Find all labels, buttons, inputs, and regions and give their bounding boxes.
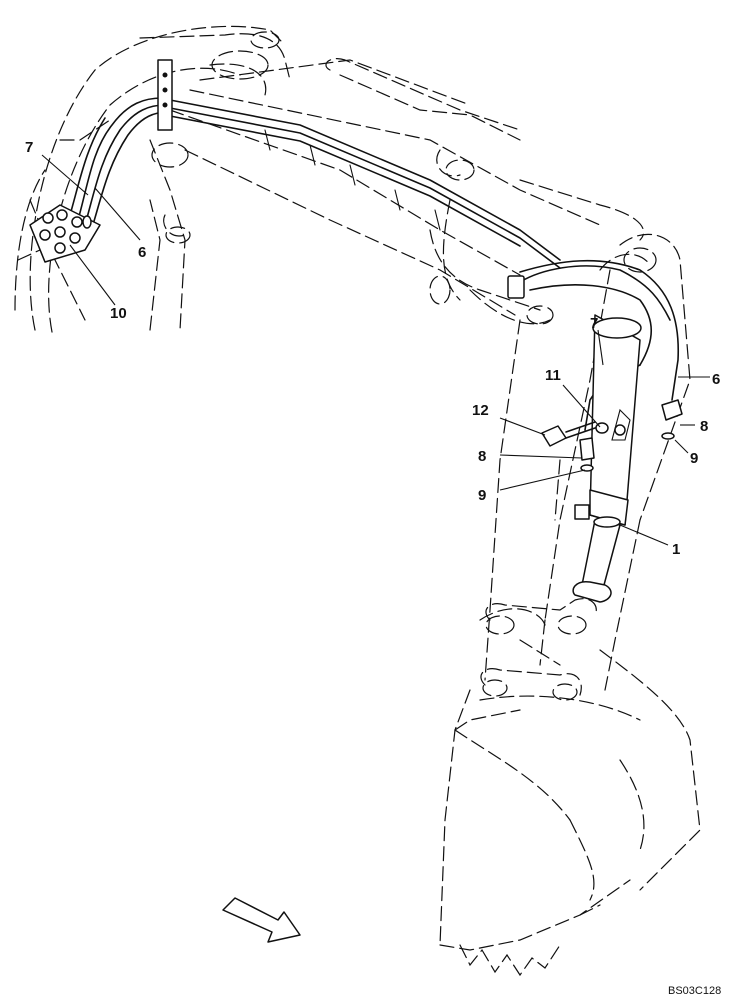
callout-7-left: 7 [25,139,33,156]
front-direction-arrow-icon [222,897,301,943]
callout-10: 10 [110,305,127,322]
callout-9-left: 9 [478,487,486,504]
callout-12: 12 [472,402,489,419]
leader-lines [41,154,710,546]
cylinder-fittings [82,215,683,472]
arm-phantom-outline [479,233,691,691]
callout-labels: 7 6 10 7 6 11 12 8 8 9 9 1 [25,139,720,558]
linkage-phantom-outline [480,598,597,701]
callout-7-right: 7 [590,315,598,332]
callout-11: 11 [545,367,561,384]
callout-6-left: 6 [138,244,146,261]
hose-clamps [157,59,525,299]
valve-block-assembly [29,204,101,263]
drawing-code: BS03C128 [668,985,721,997]
callout-8-right: 8 [700,418,708,435]
callout-6-right: 6 [712,371,720,388]
boom-pins-phantom [151,31,657,325]
bucket-phantom-outline [439,649,701,977]
arm-cylinder [572,314,642,603]
boom-hose-bundle [69,97,680,431]
callout-1: 1 [672,541,680,558]
callout-9-right: 9 [690,450,698,467]
callout-8-left: 8 [478,448,486,465]
